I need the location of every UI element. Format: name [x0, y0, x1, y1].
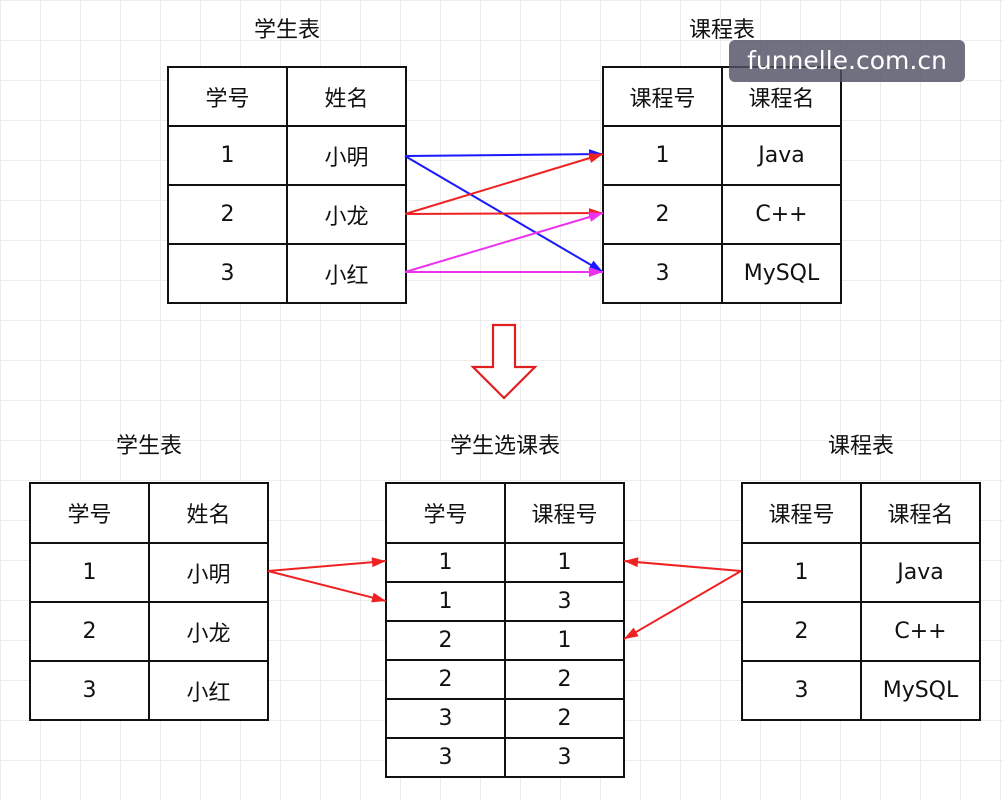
course-id-cell: 1 — [602, 125, 723, 186]
enrollment-course-id-cell: 2 — [504, 659, 625, 700]
relation-arrow-5-head — [588, 212, 603, 222]
enrollment-student-id-cell: 2 — [385, 620, 506, 661]
header-course-name: 课程名 — [860, 482, 981, 544]
relation-arrow-4 — [404, 208, 604, 219]
relation-arrow-1 — [404, 149, 604, 160]
enrollment-course-id-cell: 2 — [504, 698, 625, 739]
student-name-cell: 小红 — [286, 243, 407, 304]
header-student-id: 学号 — [29, 482, 150, 544]
student-name-cell: 小龙 — [286, 184, 407, 245]
enrollment-course-id-cell: 3 — [504, 737, 625, 778]
enrollment-table: 学号 课程号 1 1 1 3 2 1 2 2 3 2 3 3 — [385, 482, 625, 778]
student-name-cell: 小明 — [148, 542, 269, 603]
course-name-cell: C++ — [721, 184, 842, 245]
enrollment-course-id-cell: 3 — [504, 581, 625, 622]
course-name-cell: MySQL — [860, 660, 981, 721]
course-id-cell: 3 — [602, 243, 723, 304]
enrollment-student-id-cell: 1 — [385, 542, 506, 583]
top-student-table-title: 学生表 — [253, 18, 320, 43]
course-enrollment-arrow-2 — [623, 570, 742, 640]
course-name-cell: Java — [721, 125, 842, 186]
enrollment-student-id-cell: 3 — [385, 737, 506, 778]
header-course-id: 课程号 — [602, 66, 723, 127]
header-course-id: 课程号 — [504, 482, 625, 544]
header-student-id: 学号 — [385, 482, 506, 544]
relation-arrow-1-line — [404, 153, 604, 157]
top-relation-arrows — [404, 149, 604, 277]
course-name-cell: Java — [860, 542, 981, 603]
header-student-name: 姓名 — [148, 482, 269, 544]
enrollment-course-id-cell: 1 — [504, 542, 625, 583]
course-id-cell: 3 — [741, 660, 862, 721]
enrollment-course-id-cell: 1 — [504, 620, 625, 661]
student-id-cell: 3 — [29, 660, 150, 721]
watermark: funnelle.com.cn — [729, 40, 965, 82]
student-enrollment-arrow-1 — [267, 557, 387, 572]
course-enrollment-arrow-1 — [623, 557, 742, 572]
bottom-relation-arrows — [267, 557, 742, 640]
student-enrollment-arrow-2-line — [267, 570, 387, 602]
student-name-cell: 小明 — [286, 125, 407, 186]
course-enrollment-arrow-1-line — [623, 560, 742, 572]
course-enrollment-arrow-2-head — [624, 627, 639, 639]
relation-arrow-3-line — [404, 153, 604, 215]
relation-arrow-6 — [405, 267, 603, 277]
course-id-cell: 2 — [602, 184, 723, 245]
course-name-cell: C++ — [860, 601, 981, 662]
student-id-cell: 1 — [167, 125, 288, 186]
course-id-cell: 1 — [741, 542, 862, 603]
enrollment-student-id-cell: 3 — [385, 698, 506, 739]
student-id-cell: 2 — [167, 184, 288, 245]
relation-arrow-3 — [404, 153, 604, 215]
top-course-table-title: 课程表 — [688, 18, 755, 43]
course-id-cell: 2 — [741, 601, 862, 662]
student-id-cell: 2 — [29, 601, 150, 662]
course-name-cell: MySQL — [721, 243, 842, 304]
student-enrollment-arrow-1-head — [371, 557, 386, 568]
relation-arrow-3-head — [588, 153, 603, 163]
student-enrollment-arrow-1-line — [267, 560, 387, 572]
course-enrollment-arrow-1-head — [624, 557, 639, 568]
header-student-id: 学号 — [167, 66, 288, 127]
relation-arrow-5 — [404, 212, 604, 273]
bottom-student-table: 学号 姓名 1 小明 2 小龙 3 小红 — [29, 482, 269, 721]
student-enrollment-arrow-2-head — [371, 592, 386, 603]
student-enrollment-arrow-2 — [267, 570, 387, 603]
header-student-name: 姓名 — [286, 66, 407, 127]
enrollment-table-title: 学生选课表 — [449, 434, 560, 459]
student-id-cell: 3 — [167, 243, 288, 304]
header-course-id: 课程号 — [741, 482, 862, 544]
relation-arrow-6-head — [589, 267, 603, 277]
bottom-student-table-title: 学生表 — [115, 434, 182, 459]
transform-down-arrow-icon — [470, 323, 538, 400]
course-enrollment-arrow-2-line — [623, 570, 742, 640]
relation-arrow-4-line — [404, 212, 604, 215]
bottom-course-table-title: 课程表 — [827, 434, 894, 459]
bottom-course-table: 课程号 课程名 1 Java 2 C++ 3 MySQL — [741, 482, 981, 721]
student-id-cell: 1 — [29, 542, 150, 603]
student-name-cell: 小龙 — [148, 601, 269, 662]
relation-arrow-5-line — [404, 212, 604, 273]
enrollment-student-id-cell: 2 — [385, 659, 506, 700]
enrollment-student-id-cell: 1 — [385, 581, 506, 622]
top-course-table: 课程号 课程名 1 Java 2 C++ 3 MySQL — [602, 66, 842, 304]
top-student-table: 学号 姓名 1 小明 2 小龙 3 小红 — [167, 66, 407, 304]
student-name-cell: 小红 — [148, 660, 269, 721]
